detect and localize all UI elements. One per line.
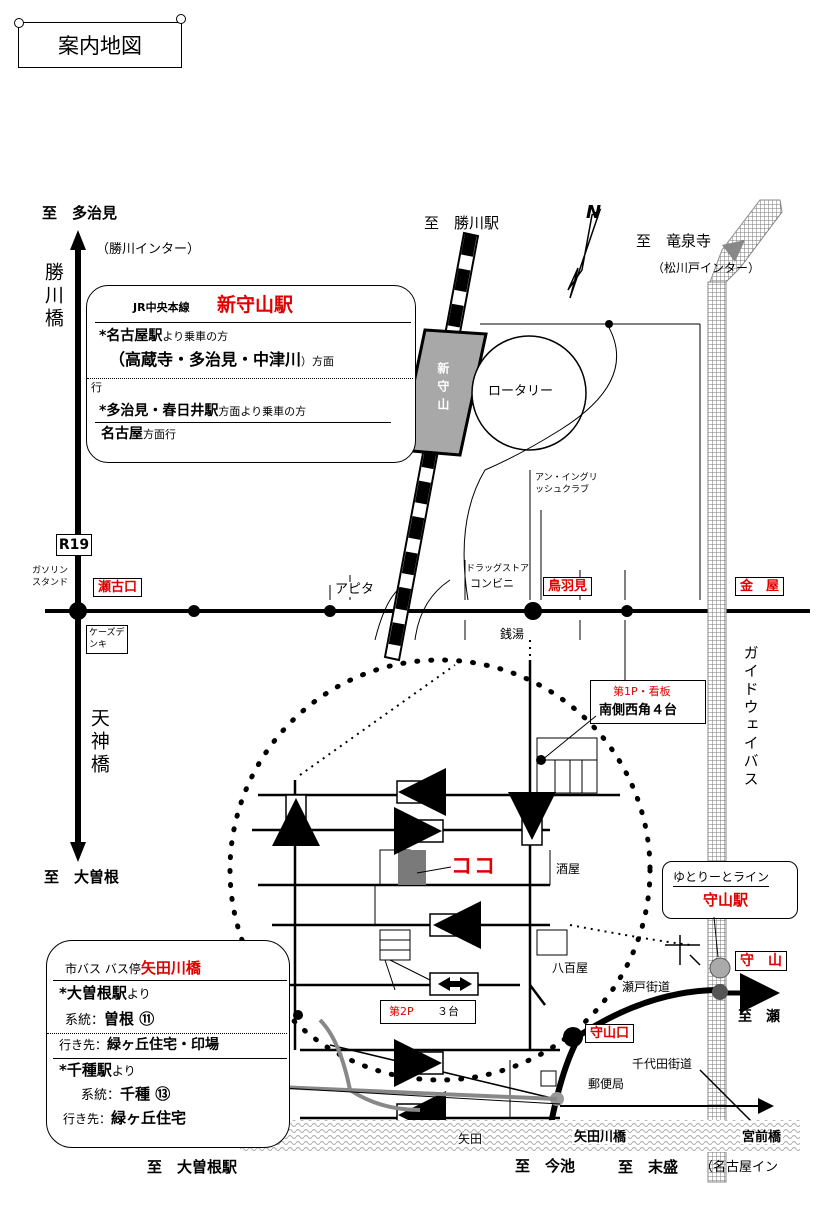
route-2: 千種 ⑬ [120, 1085, 171, 1103]
label-yada: 矢田 [458, 1132, 483, 1146]
area-circle [227, 657, 653, 1083]
north-arrow [567, 208, 602, 299]
r19-sign: R19 [56, 534, 92, 556]
label-chiyoda-kaido: 千代田街道 [632, 1057, 693, 1071]
from-tajimi: *多治見・春日井駅 [99, 403, 219, 419]
main-east-west-road [45, 602, 810, 620]
yutorito-station: 守山駅 [703, 891, 749, 909]
koko-building [398, 850, 426, 885]
label-ks-denki: ケーズデンキ [86, 625, 128, 655]
dir-tajimi: 至 多治見 [42, 204, 118, 222]
rotary-circle [471, 335, 587, 451]
from-nagoya: *名古屋駅 [99, 328, 163, 344]
dir-se: 至 瀬 [738, 1009, 780, 1025]
label-post-office: 郵便局 [588, 1077, 625, 1091]
north-label: N [586, 202, 602, 223]
bus-stop-prefix: 市バス バス停 [65, 962, 141, 976]
tag-moriyama: 守 山 [735, 951, 787, 971]
dest-nagoya: 名古屋 [101, 426, 143, 442]
label-yaoya: 八百屋 [552, 961, 589, 975]
station-info-box: JR中央本線 新守山駅 *名古屋駅より乗車の方 （高蔵寺・多治見・中津川）方面 … [86, 285, 416, 463]
dir-nagoya-ic: （名古屋イン [700, 1160, 779, 1175]
dir-imaike: 至 今池 [515, 1157, 576, 1175]
dest-stations: （高蔵寺・多治見・中津川 [109, 350, 302, 369]
label-kachigawa-bashi: 勝川橋 [41, 262, 64, 331]
label-rotary: ロータリー [488, 384, 554, 399]
station-line: JR中央本線 [133, 301, 190, 314]
dir-matsukawado-ic: （松川戸インター） [652, 261, 761, 275]
dir-ozone: 至 大曽根 [44, 868, 120, 886]
label-apita: アピタ [333, 582, 377, 597]
bus-info-box: 市バス バス停矢田川橋 *大曽根駅より 系統：曽根 ⑪ 行き先：緑ヶ丘住宅・印場… [46, 940, 290, 1148]
dest-1: 緑ヶ丘住宅・印場 [107, 1037, 220, 1053]
parking-1-callout: 第1P・看板 南側西角４台 [590, 680, 706, 724]
parking-1-desc: 南側西角４台 [599, 703, 678, 718]
label-guideway-bus: ガイドウェイバス [741, 645, 760, 789]
platform-label: 新守山 [435, 362, 450, 416]
dir-kachigawa-station: 至 勝川駅 [424, 214, 500, 232]
label-conveni: コンビニ [470, 577, 514, 590]
guideway-bus-track [707, 199, 783, 1183]
scroll-curl-icon [14, 18, 24, 28]
one-way-signs [272, 768, 556, 1139]
dir-ozone-station: 至 大曽根駅 [147, 1158, 238, 1176]
tag-segoguchi: 瀬古口 [93, 578, 143, 597]
parking-2-desc: ３台 [437, 1005, 459, 1018]
tag-kanaya: 金 屋 [735, 577, 785, 596]
label-drugstore: ドラッグストア [466, 564, 530, 574]
route-1: 曽根 ⑪ [104, 1010, 155, 1028]
station-name: 新守山駅 [217, 294, 294, 316]
tag-moriyamaguchi: 守山口 [585, 1024, 635, 1043]
scroll-curl-icon [176, 14, 186, 24]
label-gas-station: ガソリンスタンド [32, 566, 69, 588]
parking-2-label: 第2P [389, 1005, 414, 1018]
dir-suemori: 至 末盛 [618, 1158, 679, 1176]
yutorito-callout: ゆとりーとライン 守山駅 [662, 861, 798, 919]
label-seto-kaido: 瀬戸街道 [622, 980, 671, 994]
dest-2: 緑ヶ丘住宅 [111, 1109, 187, 1127]
tag-tobami: 鳥羽見 [543, 577, 593, 596]
parking-1-label: 第1P・看板 [613, 685, 671, 698]
label-miyamae-bashi: 宮前橋 [740, 1130, 784, 1145]
label-sento: 銭湯 [500, 627, 525, 641]
bus-stop-name: 矢田川橋 [140, 959, 201, 977]
parking-2-callout: 第2P ３台 [380, 1000, 476, 1024]
yutorito-line: ゆとりーとライン [673, 871, 770, 887]
label-tenjin-bashi: 天神橋 [87, 708, 110, 777]
label-aeon-english: アン・イングリッシュクラブ [535, 473, 598, 495]
title-text: 案内地図 [58, 34, 142, 58]
label-yadagawa-bashi: 矢田川橋 [572, 1130, 629, 1145]
minor-roads [329, 323, 701, 680]
page-title: 案内地図 [18, 22, 182, 68]
label-koko: ココ [451, 854, 497, 878]
label-sakaya: 酒屋 [556, 862, 581, 876]
dir-kachigawa-ic: （勝川インター） [96, 242, 201, 257]
yada-river [240, 1120, 800, 1152]
dir-ryusenji: 至 竜泉寺 [636, 232, 712, 250]
